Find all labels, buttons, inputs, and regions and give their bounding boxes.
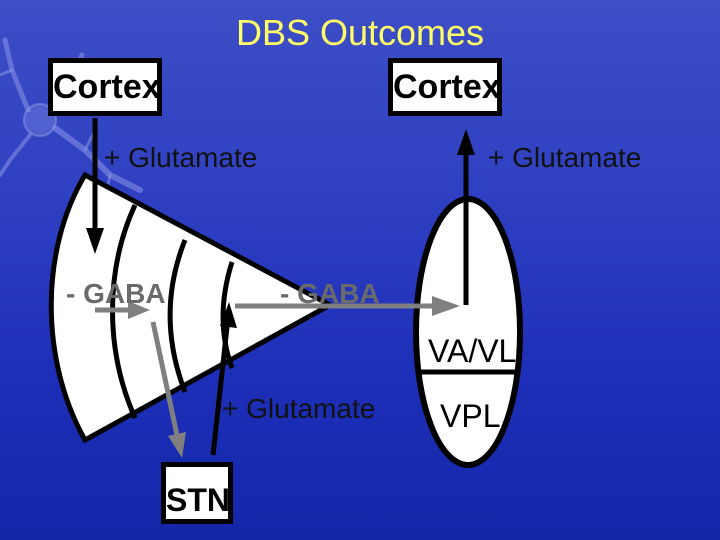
glutamate-arrow-stn (210, 317, 231, 456)
glutamate-arrowhead-up (457, 129, 475, 155)
glutamate-arrowhead-down (86, 228, 104, 254)
inner-arc-2 (167, 239, 188, 393)
gaba-arrow-to-stn (150, 321, 181, 441)
gaba-arrowhead-middle (432, 296, 460, 316)
page-title: DBS Outcomes (235, 12, 485, 53)
glutamate-label-bottom: + Glutamate (222, 393, 376, 424)
gaba-arrowhead-to-stn (168, 432, 186, 458)
glutamate-arrowhead-stn (220, 302, 237, 328)
cortex-left-label: Cortex (53, 68, 161, 106)
cortex-left-box: Cortex (48, 58, 162, 116)
glutamate-label-right: + Glutamate (488, 142, 642, 173)
stn-box: STN (161, 462, 233, 524)
gaba-label-middle: - GABA (280, 278, 380, 309)
cortex-right-label: Cortex (393, 68, 501, 106)
glutamate-label-left: + Glutamate (104, 142, 258, 173)
cortex-right-box: Cortex (388, 58, 502, 116)
inner-arc-3 (220, 261, 235, 369)
va-vl-label: VA/VL (428, 333, 517, 369)
vpl-label: VPL (440, 398, 501, 434)
gaba-label-left: - GABA (66, 278, 166, 309)
gaba-arrowhead-left (128, 301, 150, 319)
stn-label: STN (166, 482, 230, 518)
